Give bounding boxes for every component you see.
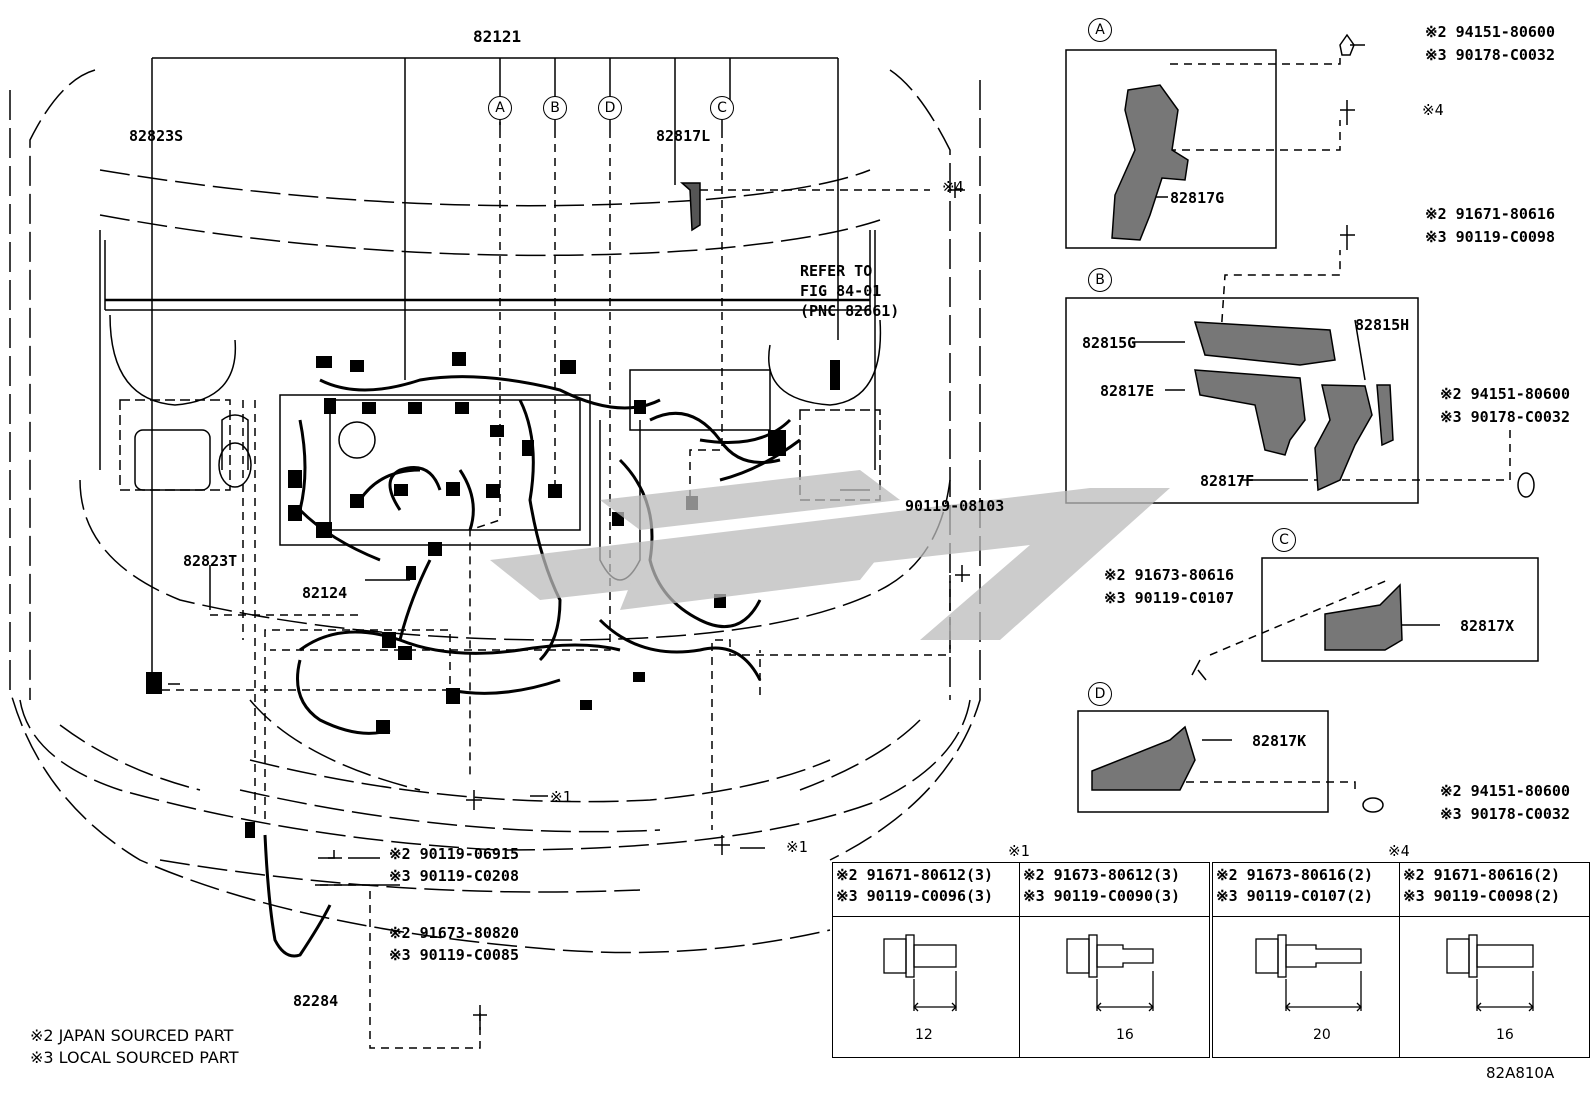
detail-b-spec-local: ※3 90119-C0098 [1425, 228, 1555, 246]
ground-wire-82284 [263, 834, 332, 958]
strut-tower-outline [99, 230, 882, 501]
detail-box-b [1065, 297, 1419, 504]
part-number-82815H: 82815H [1355, 316, 1410, 334]
callout-c-detail: C [1272, 528, 1296, 552]
protector-82815H-shape [1376, 384, 1394, 447]
part-number-82817E: 82817E [1100, 382, 1155, 400]
detail-box-a [1065, 49, 1277, 249]
refer-note-line-2: FIG 84-01 [800, 282, 882, 300]
refer-note-line-1: REFER TO [800, 262, 873, 280]
table-4-col-2-specs: ※2 91671-80616(2) ※3 90119-C0098(2) [1399, 862, 1590, 917]
detail-c-spec-local: ※3 90119-C0107 [1104, 589, 1234, 607]
part-number-82284: 82284 [293, 992, 339, 1010]
part-number-82121: 82121 [473, 27, 522, 46]
bracket-82817E-shape [1194, 369, 1306, 456]
bracket-82817X-shape [1324, 583, 1403, 651]
part-number-82817F: 82817F [1200, 472, 1255, 490]
bracket-82817K-shape [1091, 725, 1196, 791]
mark-1-left: ※1 [550, 788, 572, 806]
table-4-col-1-specs: ※2 91673-80616(2) ※3 90119-C0107(2) [1212, 862, 1400, 917]
table-1-col-2-local: ※3 90119-C0090(3) [1023, 887, 1181, 905]
table-4-header: ※4 [1388, 842, 1410, 860]
detail-a-spec-local: ※3 90178-C0032 [1425, 46, 1555, 64]
part-number-82815G: 82815G [1082, 334, 1137, 352]
fastener-table-1: ※2 91671-80612(3) ※3 90119-C0096(3) ※2 9… [832, 862, 1210, 1058]
table-4-col-2-japan: ※2 91671-80616(2) [1403, 866, 1561, 884]
watermark-logo [490, 470, 1170, 640]
bolt-spec-2-japan: ※2 91673-80820 [389, 924, 519, 942]
fastener-table-4: ※2 91673-80616(2) ※3 90119-C0107(2) ※2 9… [1212, 862, 1590, 1058]
vehicle-body-outline [9, 69, 981, 954]
callout-b-detail: B [1088, 268, 1112, 292]
detail-box-c [1261, 557, 1539, 662]
legend-japan-sourced: ※2 JAPAN SOURCED PART [30, 1026, 234, 1045]
table-4-dim-1: 20 [1313, 1027, 1331, 1043]
callout-b: B [543, 96, 567, 120]
part-number-82817K: 82817K [1252, 732, 1307, 750]
table-1-col-2-figure: 16 [1019, 916, 1210, 1058]
table-4-col-1-local: ※3 90119-C0107(2) [1216, 887, 1374, 905]
detail-d-spec-local: ※3 90178-C0032 [1440, 805, 1570, 823]
table-4-col-2-figure: 16 [1399, 916, 1590, 1058]
mark-1-right: ※1 [786, 838, 808, 856]
detail-box-d [1077, 710, 1329, 813]
flange-bolt-icon [1066, 934, 1154, 1012]
detail-a-mark-4: ※4 [1422, 101, 1444, 119]
table-1-col-1-specs: ※2 91671-80612(3) ※3 90119-C0096(3) [832, 862, 1020, 917]
callout-c: C [710, 96, 734, 120]
part-number-82817L: 82817L [656, 127, 711, 145]
flange-bolt-icon [1446, 934, 1534, 1012]
flange-bolt-icon [883, 934, 957, 1012]
detail-c-spec-japan: ※2 91673-80616 [1104, 566, 1234, 584]
callout-d: D [598, 96, 622, 120]
detail-b-side-spec-local: ※3 90178-C0032 [1440, 408, 1570, 426]
table-1-col-1-figure: 12 [832, 916, 1020, 1058]
table-1-col-2-japan: ※2 91673-80612(3) [1023, 866, 1181, 884]
bolt-spec-2-local: ※3 90119-C0085 [389, 946, 519, 964]
table-1-dim-2: 16 [1116, 1027, 1134, 1043]
table-4-col-1-figure: 20 [1212, 916, 1400, 1058]
protector-82815G-shape [1193, 321, 1336, 366]
part-number-82823S: 82823S [129, 127, 184, 145]
table-4-col-1-japan: ※2 91673-80616(2) [1216, 866, 1374, 884]
callout-a: A [488, 96, 512, 120]
callout-d-detail: D [1088, 682, 1112, 706]
table-1-dim-1: 12 [915, 1027, 933, 1043]
bolt-spec-1-local: ※3 90119-C0208 [389, 867, 519, 885]
legend-local-sourced: ※3 LOCAL SOURCED PART [30, 1048, 239, 1067]
detail-b-spec-japan: ※2 91671-80616 [1425, 205, 1555, 223]
part-number-90119-08103: 90119-08103 [905, 497, 1005, 515]
detail-d-spec-japan: ※2 94151-80600 [1440, 782, 1570, 800]
part-number-82817X: 82817X [1460, 617, 1515, 635]
table-1-col-2-specs: ※2 91673-80612(3) ※3 90119-C0090(3) [1019, 862, 1210, 917]
flange-bolt-icon [1255, 934, 1362, 1012]
bracket-82817G-shape [1111, 84, 1189, 241]
table-1-col-1-local: ※3 90119-C0096(3) [836, 887, 994, 905]
table-1-col-1-japan: ※2 91671-80612(3) [836, 866, 994, 884]
detail-a-spec-japan: ※2 94151-80600 [1425, 23, 1555, 41]
table-4-dim-2: 16 [1496, 1027, 1514, 1043]
bolt-icon [328, 33, 1535, 1030]
mark-4-top: ※4 [942, 178, 964, 196]
bracket-82817F-shape [1314, 384, 1373, 492]
dashed-connection-lines [162, 55, 1511, 1049]
bracket-82817L-shape [680, 182, 701, 232]
refer-note-line-3: (PNC 82661) [800, 302, 900, 320]
table-4-col-2-local: ※3 90119-C0098(2) [1403, 887, 1561, 905]
table-1-header: ※1 [1008, 842, 1030, 860]
part-number-82817G: 82817G [1170, 189, 1225, 207]
part-number-82823T: 82823T [183, 552, 238, 570]
part-number-82124: 82124 [302, 584, 348, 602]
callout-a-detail: A [1088, 18, 1112, 42]
detail-b-side-spec-japan: ※2 94151-80600 [1440, 385, 1570, 403]
bolt-spec-1-japan: ※2 90119-06915 [389, 845, 519, 863]
drawing-code: 82A810A [1486, 1064, 1555, 1082]
